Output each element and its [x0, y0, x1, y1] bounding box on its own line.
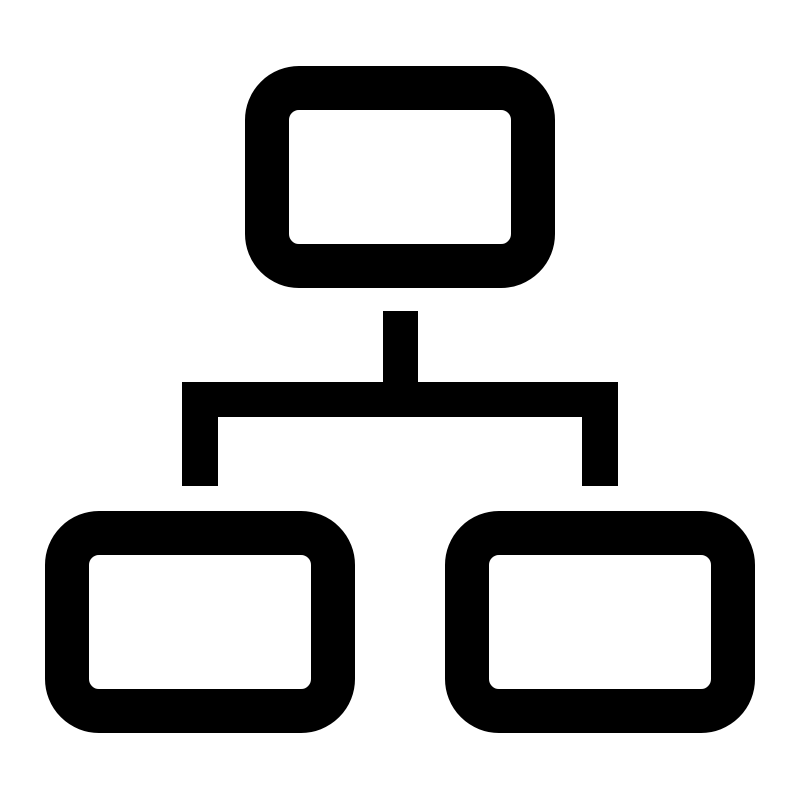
root-node [245, 66, 555, 288]
root-node-box [245, 66, 555, 288]
connector-vertical-right [582, 382, 618, 486]
connector-vertical-left [182, 382, 218, 486]
child-left-box [45, 511, 355, 733]
connector-horizontal [182, 382, 618, 417]
child-right-box [445, 511, 755, 733]
child-node-left [45, 511, 355, 733]
child-node-right [445, 511, 755, 733]
connector-lines [182, 311, 618, 486]
